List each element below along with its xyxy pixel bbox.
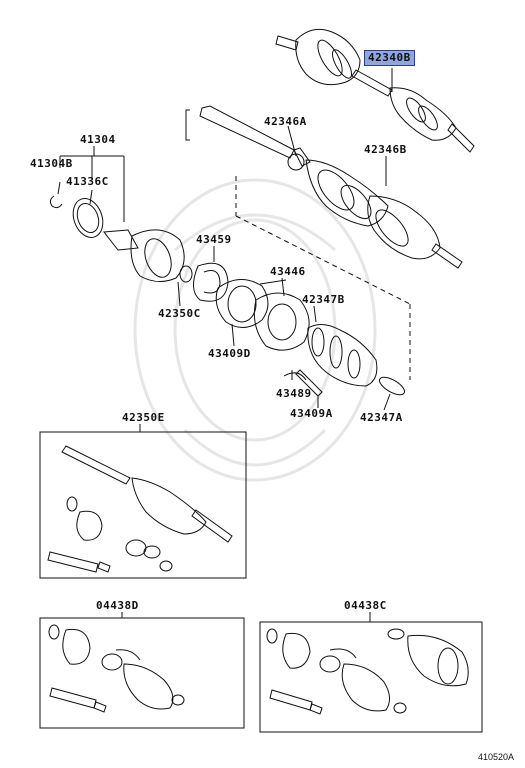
part-label-04438C: 04438C: [344, 599, 387, 612]
snapring-43489: [283, 372, 307, 381]
part-label-43459: 43459: [196, 233, 232, 246]
part-label-43446: 43446: [270, 265, 306, 278]
outer-joint-41304: [103, 229, 185, 282]
boot-42347B: [307, 324, 378, 387]
circlip-left: [49, 195, 63, 209]
kit-box-04438C: [259, 621, 483, 733]
part-label-41336C: 41336C: [66, 175, 109, 188]
axle-assembly-middle: [185, 105, 463, 269]
part-label-43489: 43489: [276, 387, 312, 400]
part-label-42347A: 42347A: [360, 411, 403, 424]
kit-42350E-parts: [47, 445, 233, 573]
axle-assembly-top: [275, 28, 475, 153]
part-label-41304B: 41304B: [30, 157, 73, 170]
part-label-42340B: 42340B: [364, 50, 415, 66]
part-label-43409D: 43409D: [208, 347, 251, 360]
clamp-42347A: [379, 376, 405, 396]
part-label-04438D: 04438D: [96, 599, 139, 612]
part-label-42346B: 42346B: [364, 143, 407, 156]
inner-joint-43409D: [215, 279, 287, 328]
part-label-42347B: 42347B: [302, 293, 345, 306]
leader-line: [281, 277, 285, 297]
kit-box-42350E: [39, 431, 247, 579]
watermark-emblem: [133, 178, 377, 482]
dashed-guide: [235, 176, 411, 380]
leader-line: [287, 125, 297, 157]
part-label-41304: 41304: [80, 133, 116, 146]
leader-line: [177, 281, 181, 307]
leader-line: [231, 323, 235, 347]
snapring-43459: [193, 262, 229, 302]
part-label-42350E: 42350E: [122, 411, 165, 424]
part-label-43409A: 43409A: [290, 407, 333, 420]
kit-04438C-parts: [266, 628, 469, 715]
part-label-42350C: 42350C: [158, 307, 201, 320]
ring-41336C: [72, 198, 104, 238]
circlip-42350C: [179, 265, 193, 283]
leader-line: [383, 393, 391, 411]
leader-line: [313, 305, 317, 323]
part-label-42346A: 42346A: [264, 115, 307, 128]
figure-code: 410520A: [478, 752, 515, 762]
leader-bracket-41304: [57, 146, 125, 222]
kit-box-04438D: [39, 617, 245, 729]
outer-race-43446: [253, 292, 310, 351]
kit-04438D-parts: [48, 624, 185, 713]
